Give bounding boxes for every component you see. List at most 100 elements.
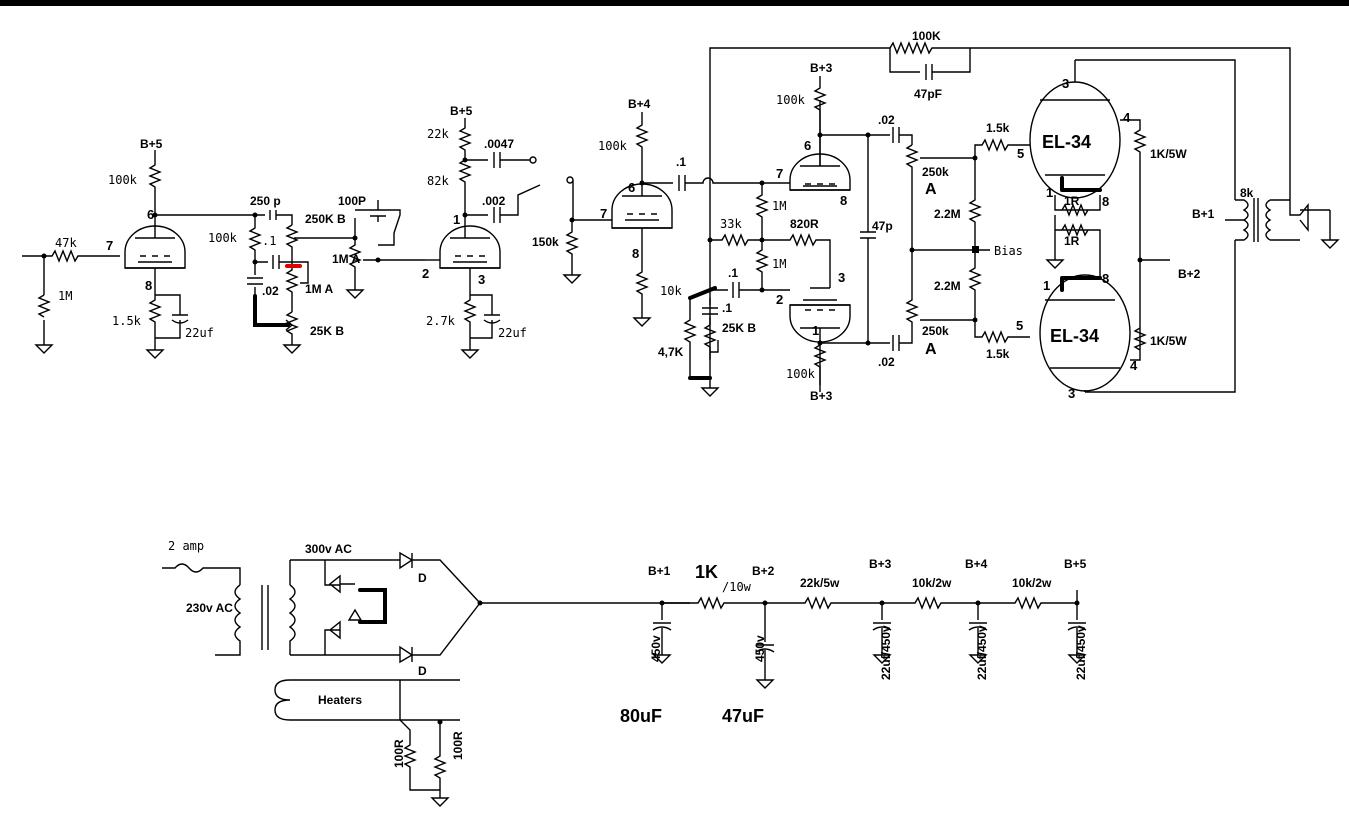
pi-cap-in2-label: .1 <box>722 301 732 315</box>
bias-label: Bias <box>994 244 1023 258</box>
v3-pin-grid: 7 <box>600 206 607 221</box>
tone-cap-002-label: .02 <box>262 284 279 298</box>
v3-output-cap-label: .1 <box>676 155 686 169</box>
v1-input-resistor-label: 47k <box>55 236 77 250</box>
pi-25k-pot-label: 25K B <box>722 321 756 335</box>
v3-pin-cathode: 8 <box>632 246 639 261</box>
v1-pin-grid: 7 <box>106 238 113 253</box>
pot-top-taper: A <box>925 181 937 198</box>
tube-bot-pin-8: 8 <box>1102 271 1109 286</box>
power-b1-label: B+1 <box>1192 207 1215 221</box>
tube-bot-label: EL-34 <box>1050 326 1099 346</box>
mains-label: 230v AC <box>186 601 233 615</box>
pi-pin-2: 2 <box>776 292 783 307</box>
nfb-resistor-label: 100K <box>912 29 941 43</box>
psu-node-b4: B+4 <box>965 557 988 571</box>
secondary-label: 300v AC <box>305 542 352 556</box>
pi-cap-bot-label: .02 <box>878 355 895 369</box>
v2-bplus-label: B+5 <box>450 104 473 118</box>
v1-bplus-label: B+5 <box>140 137 163 151</box>
psu-c5-label: 22uf/450v <box>1074 625 1088 680</box>
tone-cap-250p-label: 250 p <box>250 194 281 208</box>
tube-top-pin-5: 5 <box>1017 146 1024 161</box>
v3-pin-plate: 6 <box>628 180 635 195</box>
stage-v3: 7 6 8 B+4 100k .1 10k <box>598 97 790 327</box>
pot-top-label: 250k <box>922 165 949 179</box>
tube-top-pin-3: 3 <box>1062 76 1069 91</box>
heater-r2-label: 100R <box>451 731 465 760</box>
v2-pin-grid: 2 <box>422 266 429 281</box>
v1-cathode-resistor-label: 1.5k <box>112 314 142 328</box>
v1-pin-cathode: 8 <box>145 278 152 293</box>
screen-r-top-label: 1K/5W <box>1150 147 1187 161</box>
pi-pin-3: 3 <box>838 270 845 285</box>
pi-pin-1: 1 <box>812 323 819 338</box>
pi-bplus-top-label: B+3 <box>810 61 833 75</box>
psu-r3-label: 10k/2w <box>912 576 952 590</box>
psu-r4-label: 10k/2w <box>1012 576 1052 590</box>
psu-c4-label: 22uf/450v <box>975 625 989 680</box>
bias-r1-label: 2.2M <box>934 207 961 221</box>
pi-4k7-label: 4,7K <box>658 345 684 359</box>
power-b2-label: B+2 <box>1178 267 1201 281</box>
tube-top-label: EL-34 <box>1042 132 1091 152</box>
cathode-r-top-label: 1R <box>1064 194 1080 208</box>
pi-33k-label: 33k <box>720 217 742 231</box>
v3-bplus-label: B+4 <box>628 97 651 111</box>
volume-pot-label: 1M A <box>332 252 361 266</box>
tone-resistor-label: 100k <box>208 231 238 245</box>
phase-inverter: B+3 100k 6 7 8 1M 33k 820R 1M 3 2 1 .1 .… <box>658 61 975 403</box>
pi-820r-label: 820R <box>790 217 819 231</box>
grid-r-top-label: 1.5k <box>986 121 1010 135</box>
bright-cap-label: 100P <box>338 194 366 208</box>
v2-pin-cathode: 3 <box>478 272 485 287</box>
stage-v1: 47k 1M 7 6 8 B+5 100k 1.5k 22uf <box>22 137 255 359</box>
v2-pin-plate: 1 <box>453 212 460 227</box>
psu-r2-label: 22k/5w <box>800 576 840 590</box>
v2-cathode-cap-label: 22uf <box>498 326 527 340</box>
psu-c3-label: 22uf/450v <box>879 625 893 680</box>
power-amp: 100K 47pF 2.2M 2.2M Bias 1.5k 1.5k EL-34… <box>709 29 1340 401</box>
power-supply: 2 amp 230v AC 300v AC D D Heaters 100R 1… <box>162 539 1088 807</box>
v2-cap-002-label: .002 <box>482 194 506 208</box>
tone-stack: 250 p 100k .1 .02 250K B 1M A 25K B 1M A… <box>208 194 425 354</box>
nfb-cap-label: 47pF <box>914 87 942 101</box>
bass-pot-label: 25K B <box>310 324 344 338</box>
pi-pin-8: 8 <box>840 193 847 208</box>
fuse-label: 2 amp <box>168 539 204 553</box>
grid-r-bot-label: 1.5k <box>986 347 1010 361</box>
screen-r-bot-label: 1K/5W <box>1150 334 1187 348</box>
psu-r1-wattage: /10w <box>722 580 752 594</box>
tube-bot-pin-4: 4 <box>1130 358 1138 373</box>
tube-bot-pin-3: 3 <box>1068 386 1075 401</box>
cathode-r-bot-label: 1R <box>1064 234 1080 248</box>
tube-top-pin-4: 4 <box>1123 110 1131 125</box>
pi-plate-top-label: 100k <box>776 93 806 107</box>
tube-top-pin-8: 8 <box>1102 194 1109 209</box>
treble-pot-label: 250K B <box>305 212 346 226</box>
tone-cap-01-label: .1 <box>262 234 276 248</box>
schematic-drawing: 47k 1M 7 6 8 B+5 100k 1.5k 22uf 250 p 10… <box>22 29 1340 807</box>
pi-cap-top-label: .02 <box>878 113 895 127</box>
psu-c1-value: 80uF <box>620 706 662 726</box>
pi-1m-a-label: 1M <box>772 199 786 213</box>
pi-47p-label: 47p <box>872 219 893 233</box>
psu-node-b2: B+2 <box>752 564 775 578</box>
psu-node-b1: B+1 <box>648 564 671 578</box>
v1-plate-resistor-label: 100k <box>108 173 138 187</box>
pi-bplus-bot-label: B+3 <box>810 389 833 403</box>
v3-plate-resistor-label: 100k <box>598 139 628 153</box>
pot-bot-taper: A <box>925 341 937 358</box>
v1-grid-leak-label: 1M <box>58 289 72 303</box>
v1-pin-plate: 6 <box>147 207 154 222</box>
pi-plate-bot-label: 100k <box>786 367 816 381</box>
bias-r2-label: 2.2M <box>934 279 961 293</box>
psu-c2-value: 47uF <box>722 706 764 726</box>
tube-top-pin-1: 1 <box>1046 185 1053 200</box>
pi-pin-7: 7 <box>776 166 783 181</box>
stage-v2: 2 1 3 B+5 22k 82k .0047 .002 150k 2.7k 2… <box>422 104 612 359</box>
psu-c1-voltage: 450v <box>649 635 663 662</box>
pi-pin-6: 6 <box>804 138 811 153</box>
pi-cap-in-label: .1 <box>728 266 738 280</box>
pot-bot-label: 250k <box>922 324 949 338</box>
